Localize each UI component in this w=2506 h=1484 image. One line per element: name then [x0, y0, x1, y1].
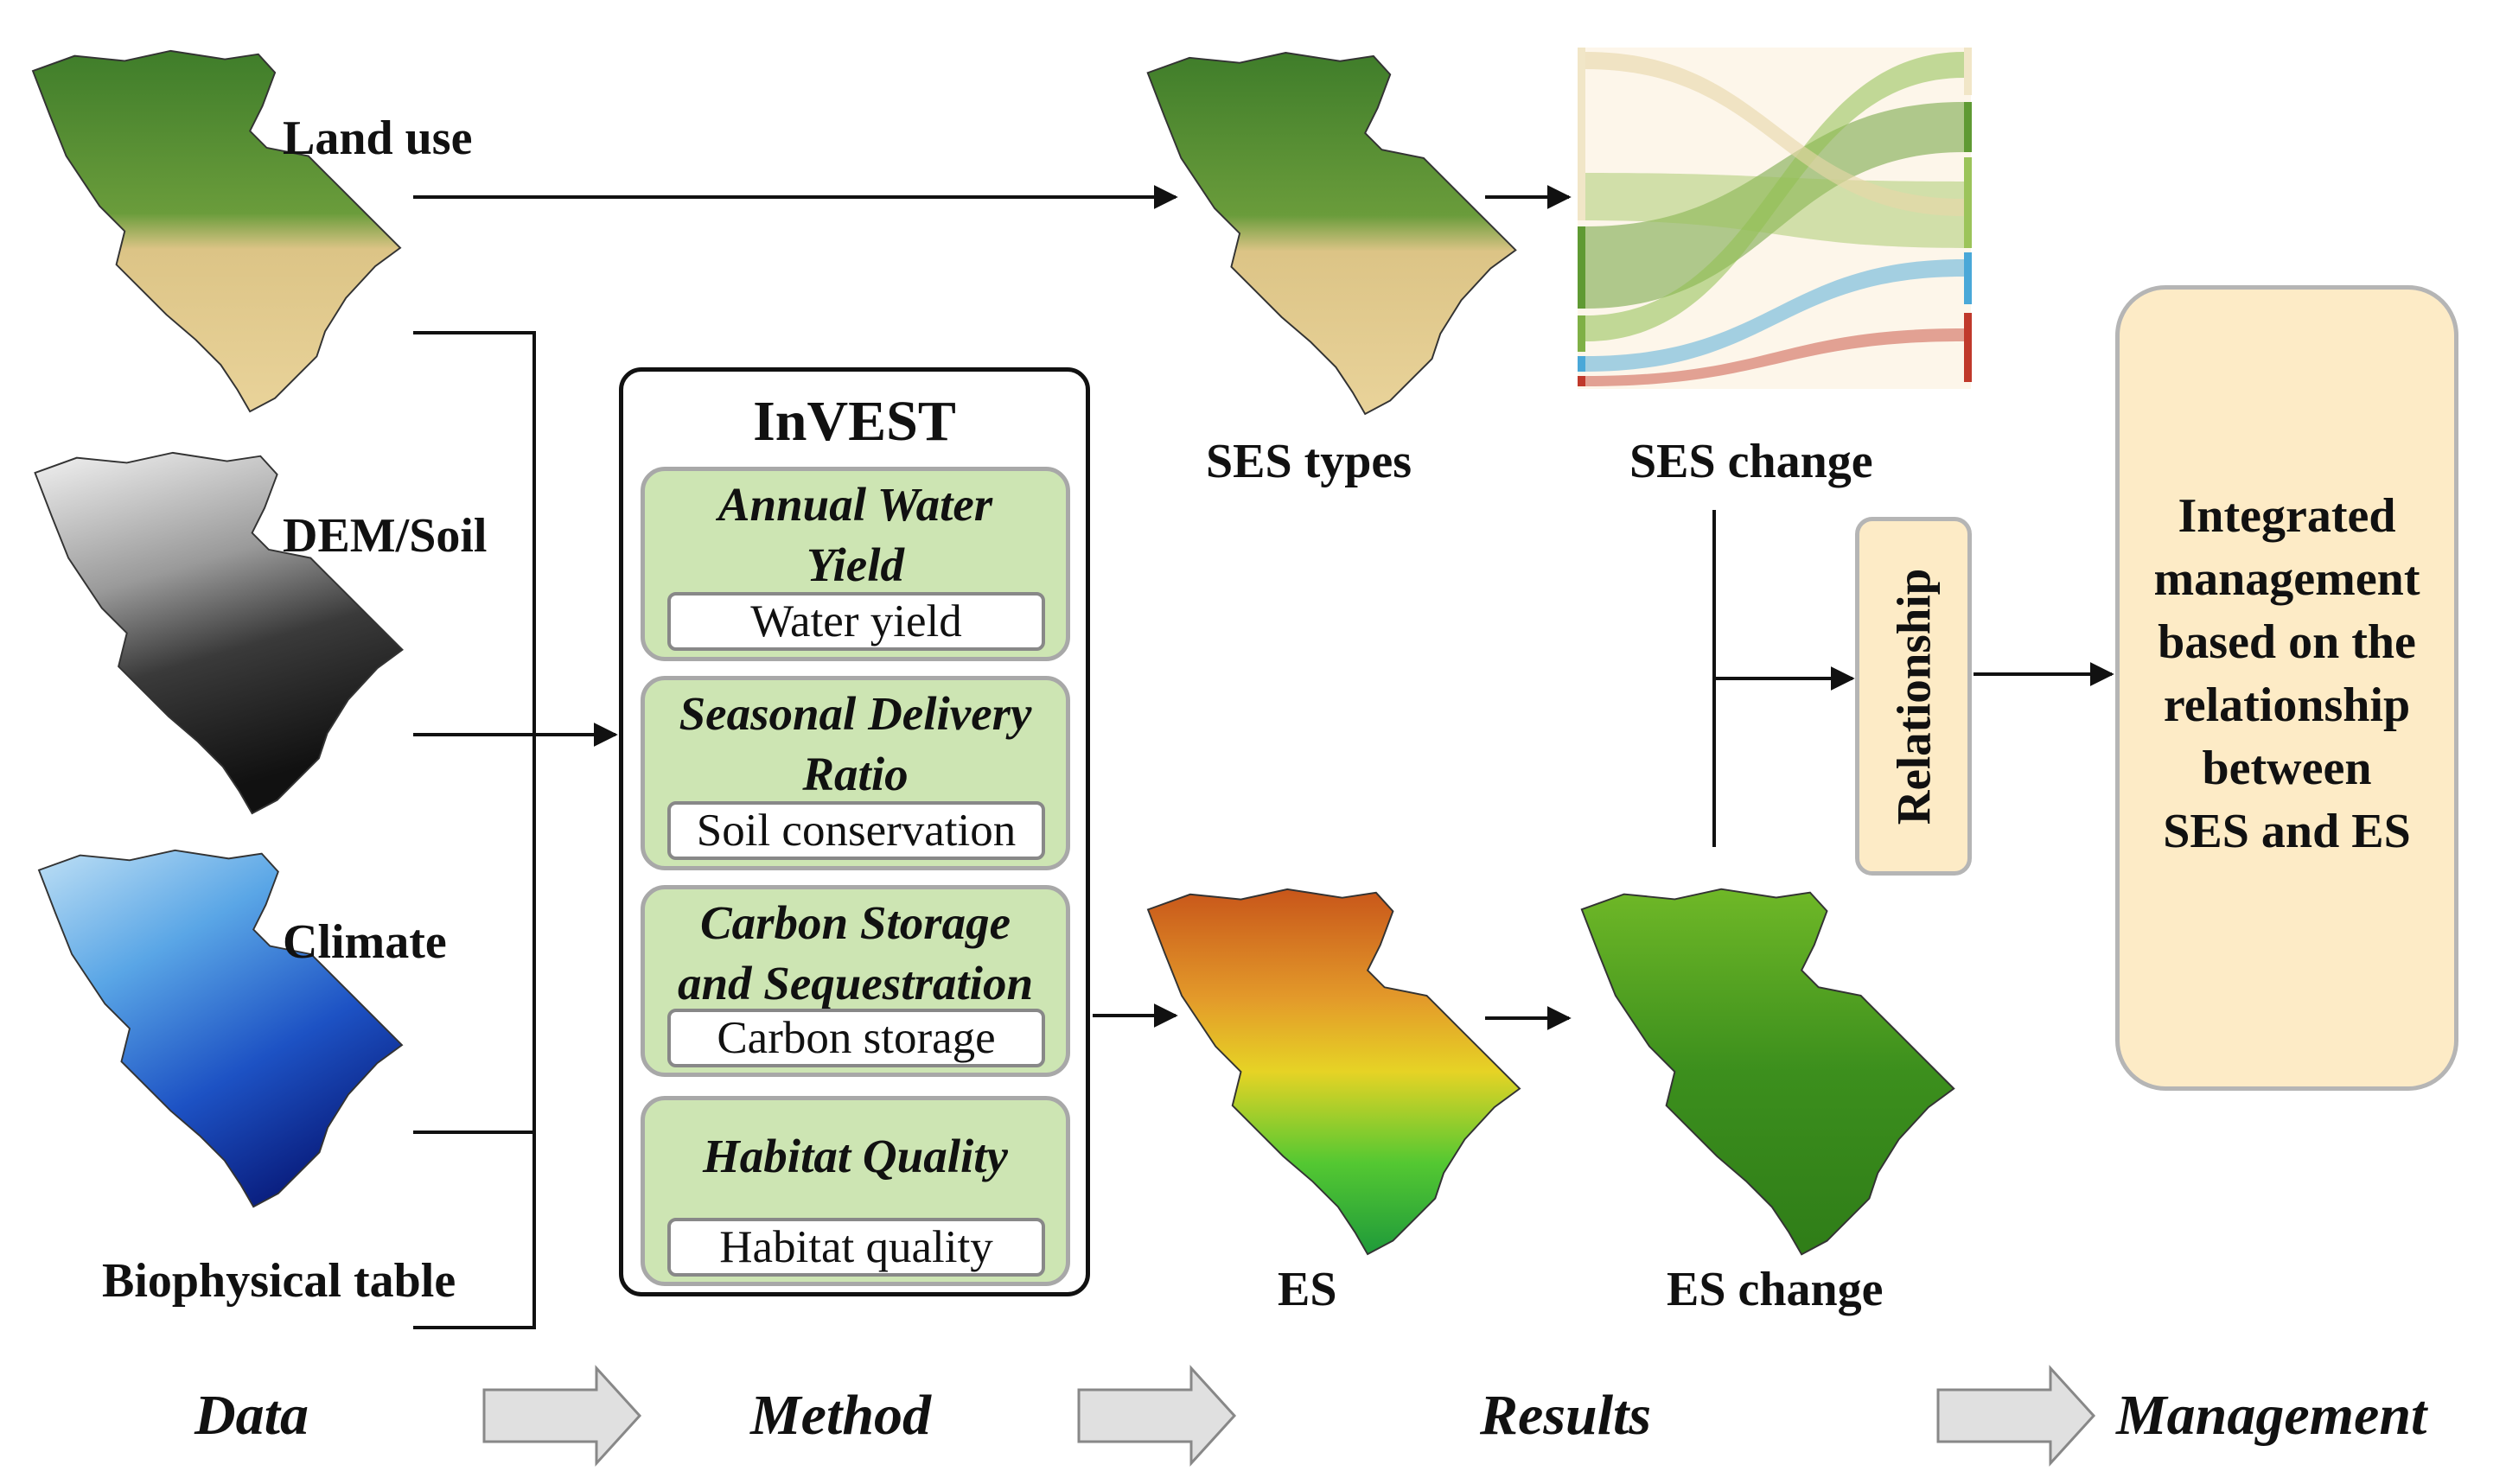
label-dem-soil: DEM/Soil — [283, 509, 488, 563]
dem-soil-map — [34, 451, 404, 815]
model-output: Water yield — [667, 592, 1045, 651]
label-biophysical-table: Biophysical table — [102, 1254, 456, 1308]
model-output: Soil conservation — [667, 801, 1045, 860]
label-land-use: Land use — [283, 111, 473, 165]
relationship-label: Relationship — [1887, 568, 1940, 825]
label-ses-change: SES change — [1629, 435, 1873, 488]
model-name-line2: and Sequestration — [677, 957, 1034, 1010]
stage-arrow-2 — [1077, 1365, 1237, 1467]
model-name-line2: Ratio — [802, 748, 909, 800]
stage-label-results: Results — [1480, 1384, 1652, 1447]
management-box: Integrated management based on the relat… — [2115, 285, 2458, 1091]
model-seasonal-delivery-ratio: Seasonal Delivery Ratio Soil conservatio… — [641, 676, 1070, 870]
stage-arrow-3 — [1936, 1365, 2096, 1467]
stage-arrow-1 — [482, 1365, 642, 1467]
model-output: Habitat quality — [667, 1218, 1045, 1277]
model-carbon-storage: Carbon Storage and Sequestration Carbon … — [641, 885, 1070, 1077]
management-line: Integrated — [2178, 489, 2396, 543]
label-es-change: ES change — [1667, 1263, 1884, 1316]
ses-change-sankey — [1578, 48, 1972, 389]
ses-types-map — [1146, 52, 1517, 415]
model-name-line1: Habitat Quality — [703, 1130, 1008, 1182]
management-line: between — [2202, 742, 2372, 795]
management-line: SES and ES — [2163, 805, 2411, 858]
management-line: management — [2153, 552, 2420, 606]
land-use-map — [32, 49, 401, 413]
stage-label-data: Data — [194, 1384, 309, 1447]
invest-box: InVEST Annual Water Yield Water yield Se… — [619, 367, 1090, 1296]
stage-label-management: Management — [2116, 1384, 2427, 1447]
climate-map — [38, 849, 403, 1208]
management-line: based on the — [2158, 615, 2416, 669]
label-es: ES — [1278, 1263, 1337, 1316]
es-map — [1147, 888, 1521, 1256]
model-annual-water-yield: Annual Water Yield Water yield — [641, 467, 1070, 661]
label-climate: Climate — [283, 915, 447, 969]
relationship-box: Relationship — [1855, 517, 1972, 876]
management-line: relationship — [2163, 678, 2411, 732]
model-name-line1: Seasonal Delivery — [679, 687, 1032, 740]
model-habitat-quality: Habitat Quality Habitat quality — [641, 1096, 1070, 1286]
model-output: Carbon storage — [667, 1009, 1045, 1067]
es-change-map — [1580, 888, 1955, 1256]
label-ses-types: SES types — [1206, 435, 1412, 488]
model-name-line1: Annual Water — [717, 478, 993, 531]
invest-title: InVEST — [753, 390, 956, 453]
stage-label-method: Method — [750, 1384, 932, 1447]
model-name-line1: Carbon Storage — [699, 896, 1011, 949]
model-name-line2: Yield — [806, 538, 905, 591]
